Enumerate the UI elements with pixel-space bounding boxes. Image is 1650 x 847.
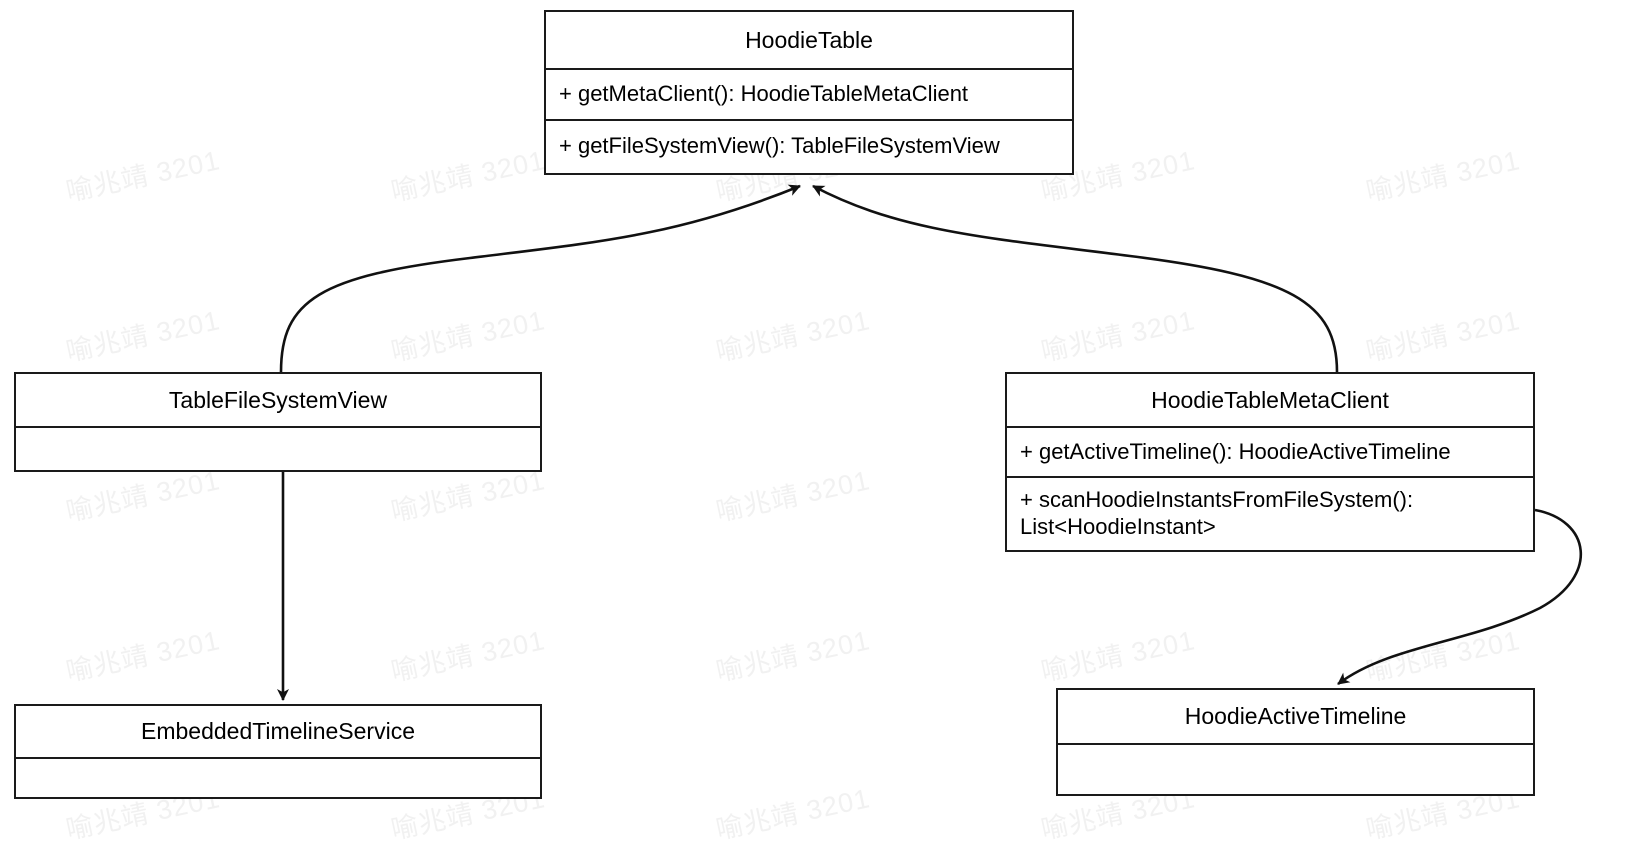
class-name-hoodietablemetaclient: HoodieTableMetaClient: [1007, 374, 1533, 428]
diagram-canvas: 喻兆靖 3201 喻兆靖 3201 喻兆靖 3201 喻兆靖 3201 喻兆靖 3201…: [14, 10, 1582, 845]
watermark-text: 喻兆靖 3201: [1363, 305, 1523, 368]
edge-tablefilesystemview-to-hoodietable: [279, 184, 801, 373]
watermark-text: 喻兆靖 3201: [388, 145, 548, 208]
watermark-text: 喻兆靖 3201: [713, 305, 873, 368]
class-member-hoodietable-0: + getMetaClient(): HoodieTableMetaClient: [546, 70, 1072, 121]
class-member-hoodietablemetaclient-1: + scanHoodieInstantsFromFileSystem(): Li…: [1020, 487, 1414, 539]
class-name-tablefilesystemview: TableFileSystemView: [16, 374, 540, 428]
watermark-text: 喻兆靖 3201: [63, 305, 223, 368]
watermark-text: 喻兆靖 3201: [388, 305, 548, 368]
class-name-hoodietable: HoodieTable: [546, 12, 1072, 70]
class-box-hoodietable[interactable]: HoodieTable + getMetaClient(): HoodieTab…: [544, 10, 1074, 175]
class-box-tablefilesystemview[interactable]: TableFileSystemView: [14, 372, 542, 472]
class-box-hoodietablemetaclient[interactable]: HoodieTableMetaClient + getActiveTimelin…: [1005, 372, 1535, 552]
watermark-text: 喻兆靖 3201: [1038, 625, 1198, 688]
class-box-embeddedtimelineservice[interactable]: EmbeddedTimelineService: [14, 704, 542, 799]
class-member-hoodietable-1: + getFileSystemView(): TableFileSystemVi…: [559, 133, 1000, 159]
watermark-text: 喻兆靖 3201: [1363, 625, 1523, 688]
watermark-text: 喻兆靖 3201: [1038, 305, 1198, 368]
watermark-text: 喻兆靖 3201: [388, 625, 548, 688]
class-member-hoodieactivetimeline-0: [1058, 745, 1533, 794]
edge-hoodietablemetaclient-to-hoodietable: [812, 184, 1339, 373]
class-member-hoodietablemetaclient-0: + getActiveTimeline(): HoodieActiveTimel…: [1007, 428, 1533, 478]
class-member-embeddedtimelineservice-0: [16, 759, 540, 797]
class-member-tablefilesystemview-0: [16, 428, 540, 470]
class-name-embeddedtimelineservice: EmbeddedTimelineService: [16, 706, 540, 759]
watermark-text: 喻兆靖 3201: [713, 465, 873, 528]
watermark-text: 喻兆靖 3201: [713, 625, 873, 688]
watermark-text: 喻兆靖 3201: [1363, 145, 1523, 208]
class-name-hoodieactivetimeline: HoodieActiveTimeline: [1058, 690, 1533, 745]
class-box-hoodieactivetimeline[interactable]: HoodieActiveTimeline: [1056, 688, 1535, 796]
watermark-text: 喻兆靖 3201: [63, 145, 223, 208]
watermark-text: 喻兆靖 3201: [63, 625, 223, 688]
